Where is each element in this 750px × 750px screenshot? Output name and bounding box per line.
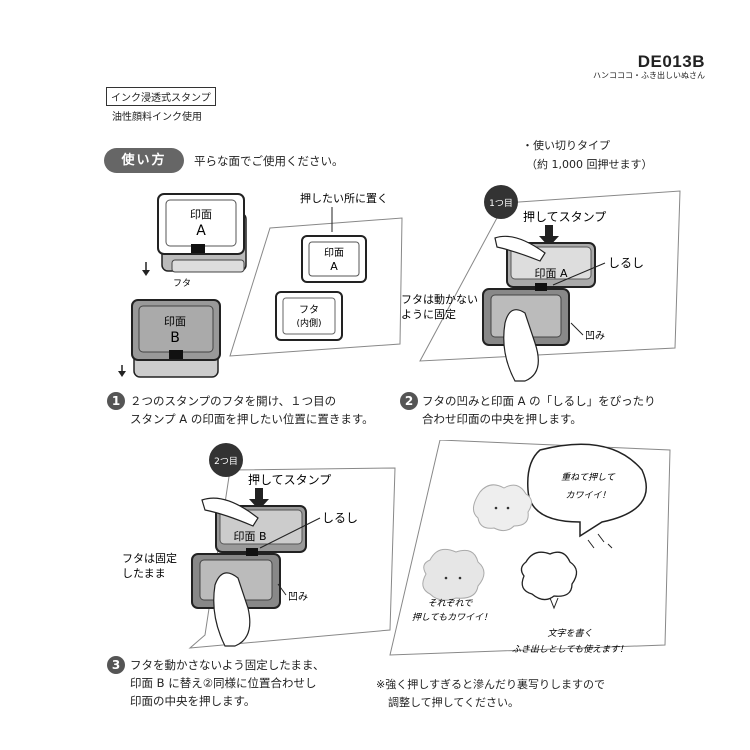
svg-text:それぞれで: それぞれで <box>428 598 474 609</box>
stamp-b: 印面 B <box>131 299 221 378</box>
paper-lid: フタ (内側) <box>275 291 343 341</box>
svg-text:印面: 印面 <box>324 247 344 259</box>
step-badge <box>484 185 518 219</box>
svg-text:カワイイ！: カワイイ！ <box>565 490 610 501</box>
svg-text:印面 A: 印面 A <box>534 267 567 280</box>
outline-bubble-icon <box>520 551 578 601</box>
finger-icon <box>201 497 259 527</box>
step-3-number: 3 <box>107 656 125 674</box>
panel-3-illustration: 2つ目 押してスタンプ 印面 B しるし フタは固定 したまま 凹み <box>122 443 396 649</box>
product-type-label: インク浸透式スタンプ <box>106 87 216 106</box>
svg-text:(内側): (内側) <box>296 317 321 329</box>
svg-text:文字を書く: 文字を書く <box>547 628 592 639</box>
svg-text:ように固定: ように固定 <box>401 307 456 321</box>
type-line-1: ・使い切りタイプ <box>522 139 610 152</box>
ink-label: 油性顔料インク使用 <box>112 112 202 123</box>
notch-label: 凹み <box>288 592 308 603</box>
panel-2-illustration: 1つ目 押してスタンプ 印面 A しるし フタは動かない ように固定 凹み <box>401 185 681 382</box>
svg-text:フタは動かない: フタは動かない <box>401 292 478 306</box>
product-name: ハンコココ・ふき出しいぬさん <box>593 71 705 80</box>
lid-label: フタ <box>173 278 191 289</box>
stamp-b-letter: B <box>170 330 180 346</box>
fluffy-dog-icon <box>473 484 532 532</box>
step-badge <box>209 443 243 477</box>
press-label: 押してスタンプ <box>523 210 606 224</box>
mark-label: しるし <box>608 256 644 270</box>
press-label: 押してスタンプ <box>248 473 331 487</box>
notch-label: 凹み <box>585 331 605 342</box>
type-line-2: （約 1,000 回押せます） <box>526 158 653 171</box>
panel-4-illustration: 重ねて押して カワイイ！ それぞれで 押してもカワイイ！ 文字を書く ふき出しと… <box>389 440 671 656</box>
svg-text:1つ目: 1つ目 <box>489 198 513 209</box>
panel-1-illustration: 印面 A フタ 印面 B 押したい所に置く 印面 A フタ (内側) <box>118 191 403 378</box>
stamp-a-letter: A <box>196 223 206 239</box>
svg-text:押してもカワイイ！: 押してもカワイイ！ <box>412 612 492 623</box>
sparkle-icon <box>587 533 613 549</box>
svg-text:2つ目: 2つ目 <box>214 456 238 467</box>
fluffy-dog-icon <box>422 548 485 601</box>
svg-text:したまま: したまま <box>122 567 166 580</box>
step-3-text: フタを動かさないよう固定したまま、 印面 B に替え②同様に位置合わせし 印面の… <box>130 658 325 708</box>
arrow-down-icon <box>545 225 553 237</box>
svg-text:フタは固定: フタは固定 <box>122 551 177 565</box>
product-code: DE013B <box>637 52 705 71</box>
step-1-number: 1 <box>107 392 125 410</box>
svg-text:ふき出しとしても使えます！: ふき出しとしても使えます！ <box>512 644 628 655</box>
mark-label: しるし <box>322 511 358 525</box>
lid-a <box>171 259 245 273</box>
usage-note: 平らな面でご使用ください。 <box>194 154 344 168</box>
hand-icon <box>213 572 251 647</box>
step-2-text: フタの凹みと印面 A の「しるし」をぴったり 合わせ印面の中央を押します。 <box>422 394 656 426</box>
place-label: 押したい所に置く <box>300 191 388 205</box>
step-1-text: ２つのスタンプのフタを開け、１つ目の スタンプ A の印面を押したい位置に置きま… <box>130 394 374 426</box>
svg-text:フタ: フタ <box>299 304 319 316</box>
finger-icon <box>494 235 546 262</box>
stamp-a-label: 印面 <box>190 208 212 221</box>
usage-badge: 使い方 <box>104 148 184 173</box>
stamp-b-label: 印面 <box>164 315 186 328</box>
caution-note: ※強く押しすぎると滲んだり裏写りしますので 調整して押してください。 <box>376 678 605 709</box>
stamp-a: 印面 A <box>157 193 247 272</box>
svg-text:印面 B: 印面 B <box>233 530 266 543</box>
paper-stamp-a: 印面 A <box>301 235 367 283</box>
arrow-down-icon <box>255 488 263 500</box>
speech-bubble <box>527 443 647 538</box>
hand-icon <box>503 309 539 382</box>
svg-text:重ねて押して: 重ねて押して <box>561 472 616 483</box>
svg-text:A: A <box>330 260 338 273</box>
step-2-number: 2 <box>400 392 418 410</box>
